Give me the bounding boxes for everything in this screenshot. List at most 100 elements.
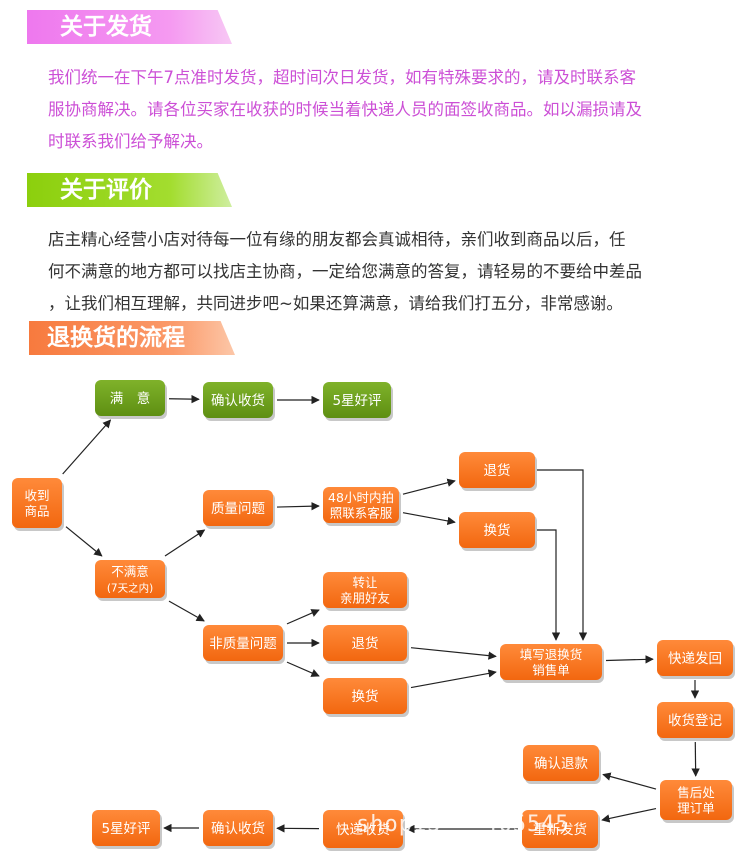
shipping-section-title: 关于发货 [27,10,232,44]
flow-node-box [657,640,733,676]
flow-node-label: 收货登记 [668,712,722,729]
flow-node-box [203,810,273,846]
flow-node-box [203,490,273,526]
flow-node-label: 48小时内拍 [328,490,394,505]
flow-node-label: 5星好评 [332,393,381,409]
returns-section-title: 退换货的流程 [29,321,235,355]
flow-node-box [500,644,602,680]
flow-node-label: 5星好评 [101,821,150,837]
review-section-title: 关于评价 [27,173,232,207]
flow-node-label: 重新发货 [533,821,587,838]
review-line: 何不满意的地方都可以找店主协商，一定给您满意的答复，请轻易的不要给中差品 [48,262,642,281]
flow-node-box [657,702,733,738]
flow-node-box [523,745,599,781]
flow-node-confirm1: 确认收货 [203,382,275,421]
flow-node-box [203,382,273,418]
flow-node-label: 满 意 [110,390,151,407]
flow-arrow-nonquality-to-transfer [286,609,320,625]
flow-node-label: 不满意 [111,564,149,579]
flow-node-label: (7天之内) [107,581,153,594]
flow-node-box [95,380,165,416]
flow-node-box [323,625,407,661]
flow-node-label: 理订单 [677,800,715,815]
flow-node-label: 亲朋好友 [340,590,390,605]
flow-node-label: 售后处 [677,785,715,800]
shipping-line: 时联系我们给予解决。 [48,132,213,151]
flow-node-courier: 快递收货 [323,810,405,851]
flow-node-fivestar2: 5星好评 [92,810,162,849]
flow-node-label: 非质量问题 [209,636,277,652]
flow-node-shipback: 快递发回 [657,640,735,679]
flow-node-receive: 收到商品 [12,478,64,531]
shipping-paragraph: 我们统一在下午7点准时发货，超时间次日发货，如有特殊要求的，请及时联系客 服协商… [48,62,728,158]
flow-arrow-return1-to-fillform [537,469,588,641]
flow-node-return2: 退货 [323,625,409,664]
flow-arrow-unsatisfied-to-quality [164,529,206,557]
flow-node-label: 质量问题 [211,501,265,517]
flow-node-register: 收货登记 [657,702,735,741]
flow-node-box [323,382,391,418]
flow-node-refund: 确认退款 [523,745,601,784]
flow-arrow-nonquality-to-exchange2 [286,661,320,677]
flow-node-resend: 重新发货 [522,810,600,851]
flow-node-label: 销售单 [532,662,570,677]
flow-node-box [522,810,598,848]
flow-node-label: 转让 [352,575,377,590]
flow-node-confirm2: 确认收货 [203,810,275,849]
shipping-line: 服协商解决。请各位买家在收获的时候当着快递人员的面签收商品。如以漏损请及 [48,100,642,119]
flow-arrow-fillform-to-shipback [605,655,654,664]
flow-node-label: 收到 [24,488,49,503]
flow-node-satisfied: 满 意 [95,380,167,419]
flow-node-return1: 退货 [459,452,537,491]
review-line: ，让我们相互理解，共同进步吧~如果还算满意，请给我们打五分，非常感谢。 [48,294,623,313]
review-line: 店主精心经营小店对待每一位有缘的朋友都会真诚相待，亲们收到商品以后，任 [48,230,626,249]
shipping-line: 我们统一在下午7点准时发货，超时间次日发货，如有特殊要求的，请及时联系客 [48,68,636,87]
flow-arrow-exchange2-to-fillform [410,669,497,689]
flow-node-nonquality: 非质量问题 [203,625,285,664]
flow-arrow-satisfied-to-confirm1 [168,394,200,404]
flow-arrow-unsatisfied-to-nonquality [168,600,205,622]
flow-node-box [12,478,62,528]
flow-arrow-return2-to-fillform [410,647,497,660]
flow-node-box [323,810,403,848]
flow-arrow-aftersale-to-resend [601,807,657,823]
flow-node-label: 确认收货 [211,392,265,409]
flow-node-label: 退货 [352,635,379,652]
flow-node-box [92,810,160,846]
flow-node-box [323,678,407,714]
flow-node-fivestar1: 5星好评 [323,382,393,421]
flow-node-box [459,452,535,488]
review-paragraph: 店主精心经营小店对待每一位有缘的朋友都会真诚相待，亲们收到商品以后，任 何不满意… [48,224,728,320]
flow-node-exchange1: 换货 [459,512,537,551]
flow-arrow-contact48-to-exchange1 [402,512,456,526]
flow-node-box [660,780,732,820]
flow-node-unsatisfied: 不满意 (7天之内) [95,560,167,601]
flow-node-box [203,625,283,661]
flow-node-box [459,512,535,548]
flow-node-label: 照联系客服 [330,505,393,520]
flow-node-quality: 质量问题 [203,490,275,529]
flow-node-label: 换货 [352,688,379,705]
flow-arrow-contact48-to-return1 [402,478,456,495]
flow-node-label: 换货 [484,522,511,539]
flow-node-label: 商品 [24,503,49,518]
flow-node-label: 确认退款 [534,756,588,772]
flow-node-label: 快递发回 [668,651,722,667]
watermark: shop13···465545 [356,812,570,837]
flow-arrow-exchange1-to-fillform [537,529,561,641]
flow-node-box [323,572,407,608]
flow-node-label: 快递收货 [336,821,390,838]
flow-arrow-receive-to-satisfied [62,419,112,475]
flow-node-exchange2: 换货 [323,678,409,717]
flow-arrow-quality-to-contact48 [276,502,320,511]
flow-node-label: 确认收货 [211,820,265,837]
flow-node-box [95,560,165,598]
flow-node-label: 退货 [484,462,511,479]
flow-node-box [323,487,399,523]
flow-arrow-aftersale-to-refund [602,772,657,790]
